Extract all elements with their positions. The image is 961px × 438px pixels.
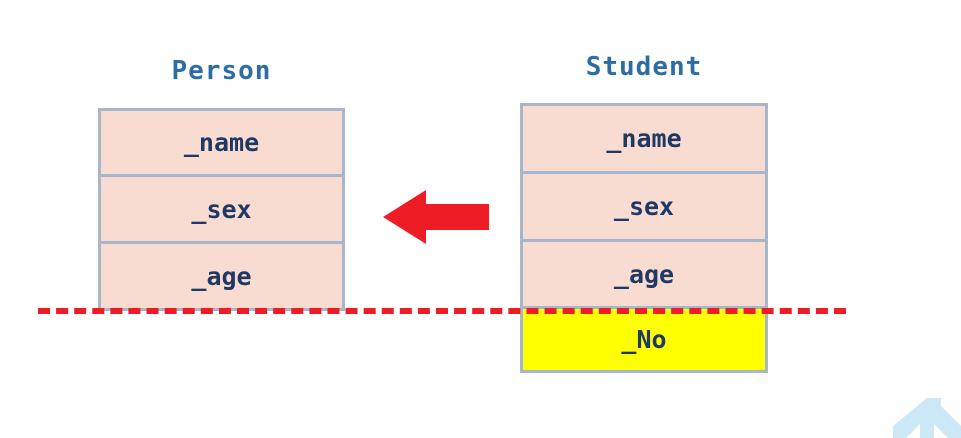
class-box-student: _name _sex _age _No bbox=[520, 103, 768, 373]
left-arrow-icon bbox=[383, 190, 489, 244]
chevron-up-icon bbox=[893, 398, 961, 438]
field-row-person-age: _age bbox=[101, 244, 342, 308]
field-row-student-age: _age bbox=[523, 242, 765, 309]
field-row-student-name: _name bbox=[523, 106, 765, 174]
field-row-student-no: _No bbox=[523, 309, 765, 370]
class-title-person: Person bbox=[171, 56, 272, 86]
field-row-person-sex: _sex bbox=[101, 177, 342, 244]
field-row-person-name: _name bbox=[101, 111, 342, 177]
class-box-person: _name _sex _age bbox=[98, 108, 345, 311]
class-title-student: Student bbox=[585, 52, 703, 82]
inheritance-boundary-line bbox=[38, 308, 846, 314]
field-row-student-sex: _sex bbox=[523, 174, 765, 242]
